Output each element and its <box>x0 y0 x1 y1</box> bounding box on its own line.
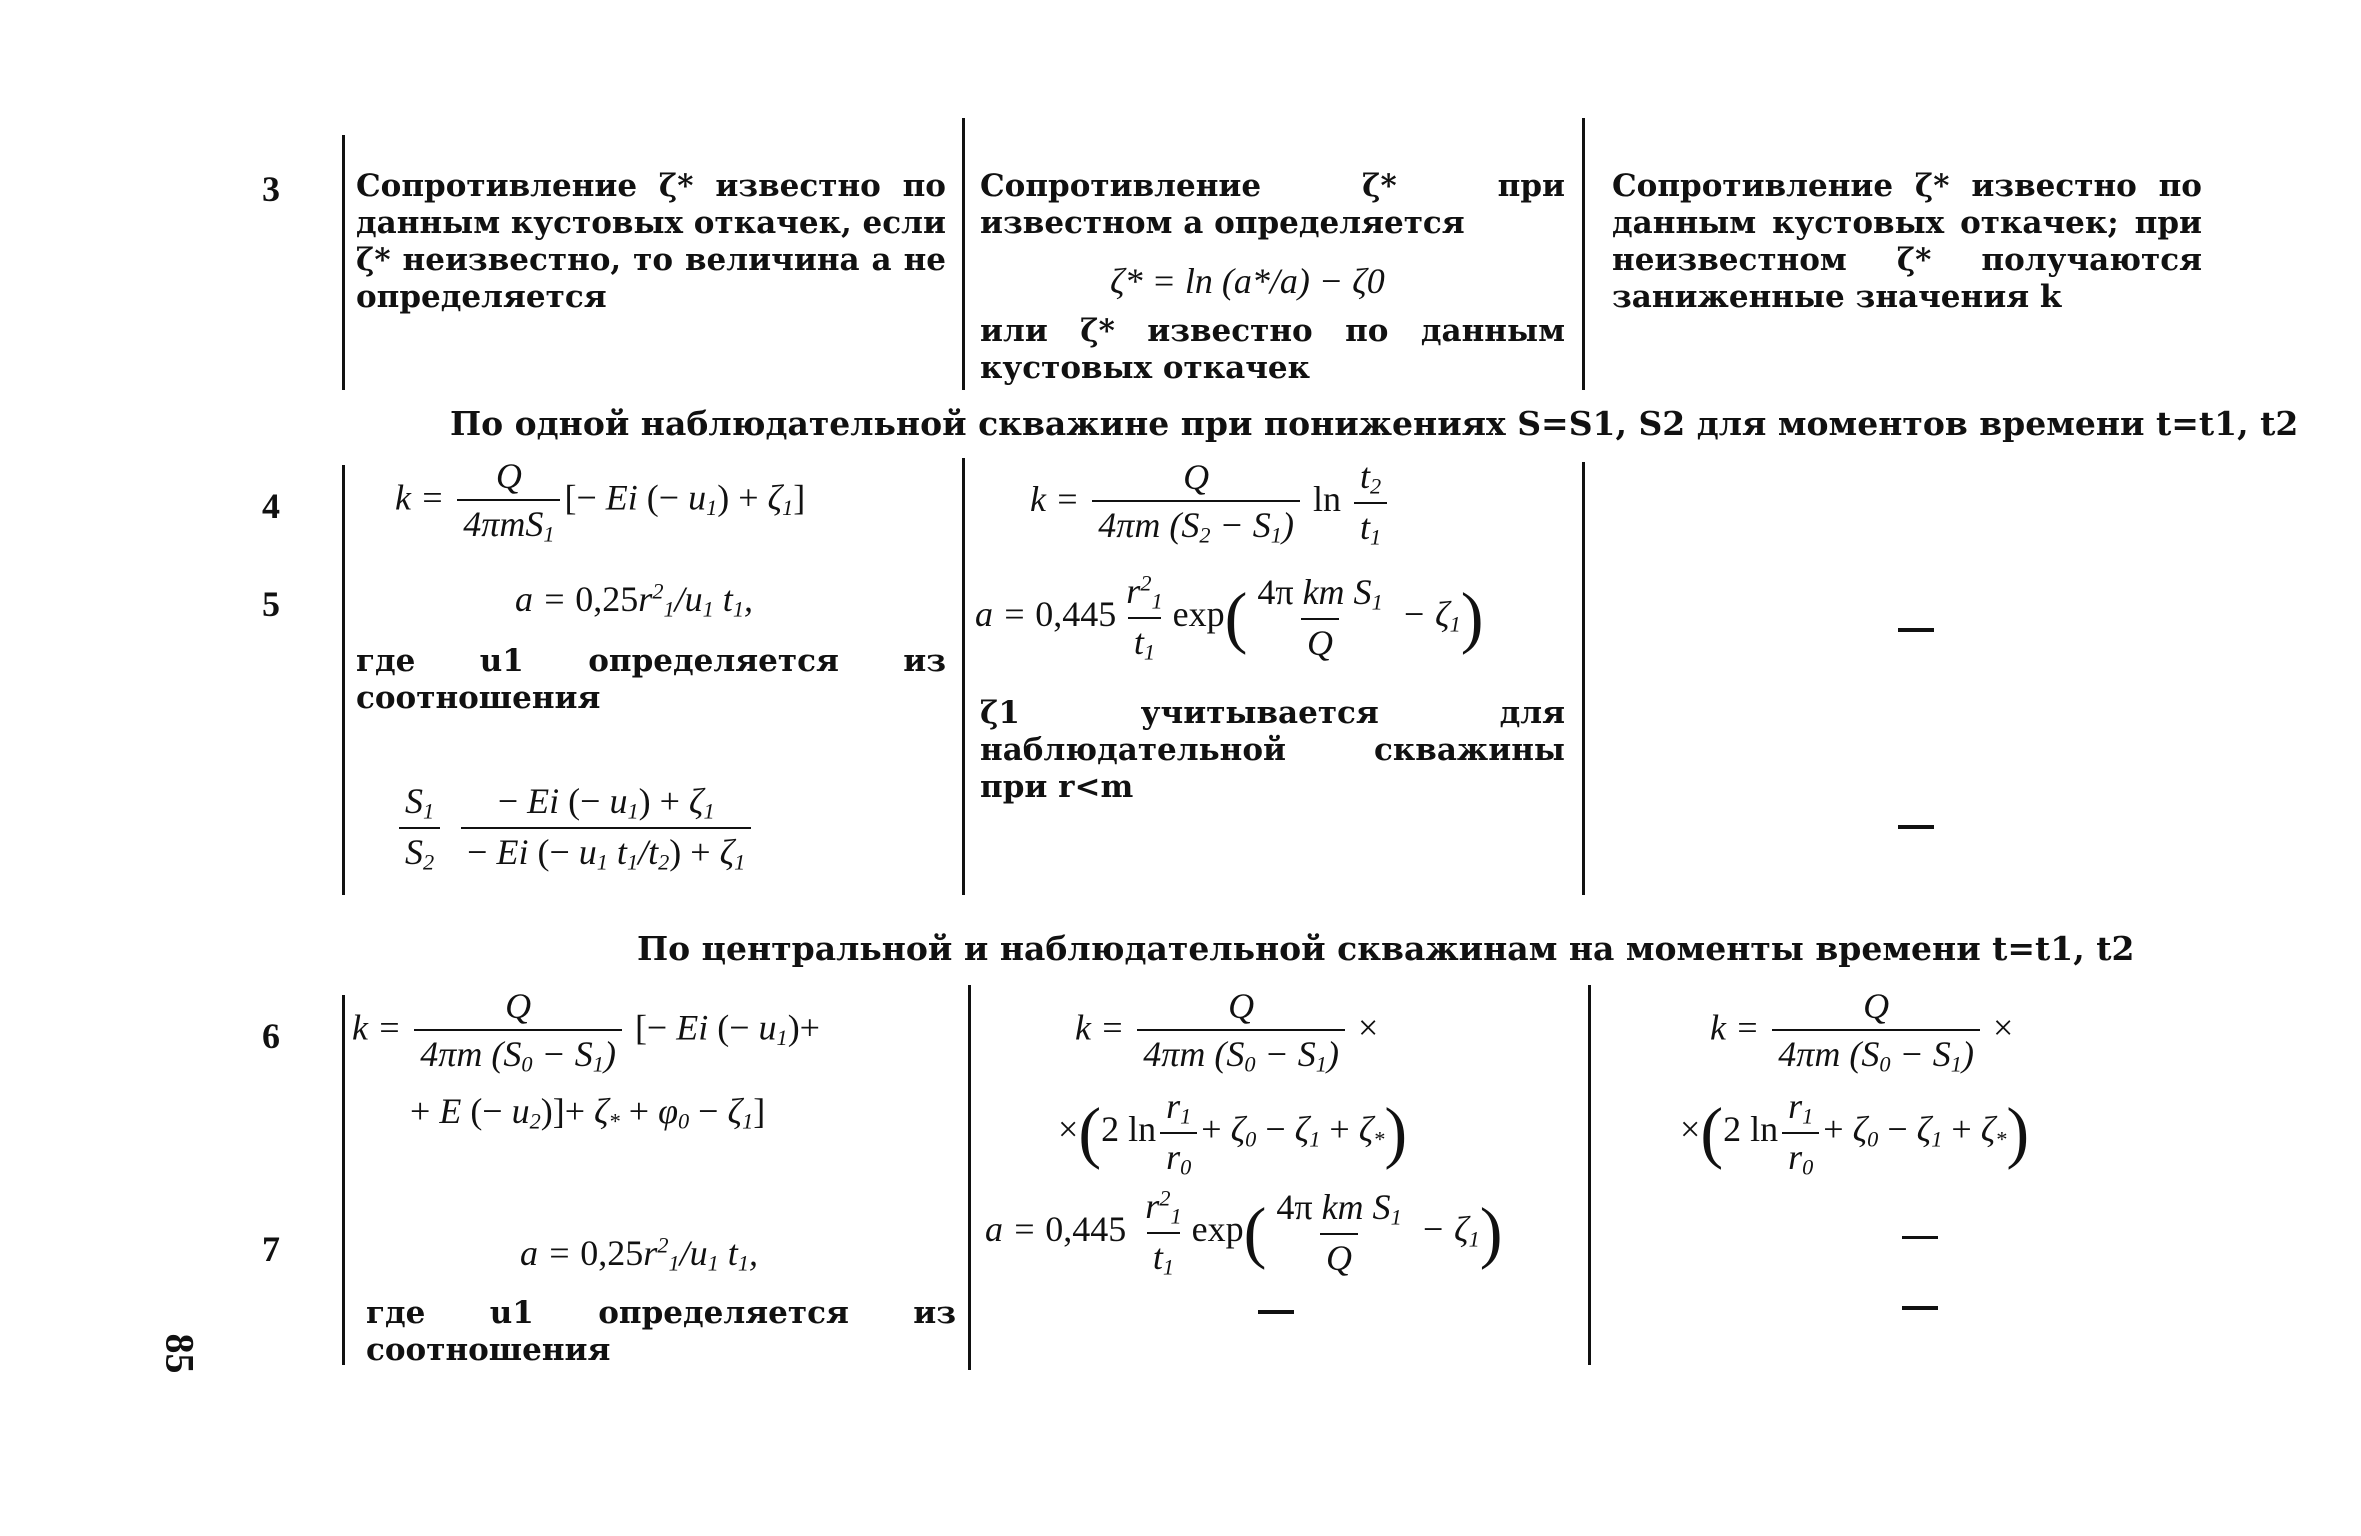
row3-col2-tail: или ζ* известно по данным кустовых откач… <box>980 313 1565 386</box>
column-rule <box>342 995 345 1365</box>
row3-col1-text: Сопротивление ζ* известно по данным куст… <box>356 168 946 315</box>
column-rule <box>342 135 345 390</box>
empty-cell-dash <box>1902 1306 1938 1310</box>
column-rule <box>968 985 971 1370</box>
row6-col1-formula-cont: + E (− u2)]+ ζ* + φ0 − ζ1] <box>410 1091 766 1134</box>
row-number-5: 5 <box>262 584 280 624</box>
row5-col1-formula: a = 0,25r21/u1 t1, <box>515 578 753 622</box>
row-number-7: 7 <box>262 1229 280 1269</box>
row3-col3-text: Сопротивление ζ* известно по данным куст… <box>1612 168 2202 315</box>
column-rule <box>1582 118 1585 390</box>
row5-col1-where: где u1 определяется из соотношения <box>356 643 946 716</box>
row-number-6: 6 <box>262 1016 280 1056</box>
page-number: 85 <box>157 1333 203 1374</box>
empty-cell-dash <box>1898 825 1934 829</box>
row-number-3: 3 <box>262 169 280 209</box>
row7-col1-formula: a = 0,25r21/u1 t1, <box>520 1232 758 1276</box>
empty-cell-dash <box>1258 1310 1294 1314</box>
column-rule <box>342 465 345 895</box>
column-rule <box>1582 462 1585 895</box>
empty-cell-dash <box>1902 1236 1938 1239</box>
column-rule <box>1588 985 1591 1365</box>
row3-col2-text: Сопротивление ζ* при известном a определ… <box>980 168 1565 241</box>
row-number-4: 4 <box>262 486 280 526</box>
row5-col2-note: ζ1 учитывается для наблюдательной скважи… <box>980 695 1565 805</box>
section-heading-single-well: По одной наблюдательной скважине при пон… <box>450 404 2299 443</box>
empty-cell-dash <box>1898 628 1934 632</box>
row3-col2-formula: ζ* = ln (a*/a) − ζ0 <box>1110 261 1385 301</box>
row7-col1-where: где u1 определяется из соотношения <box>366 1295 956 1368</box>
section-heading-central-and-observation: По центральной и наблюдательной скважина… <box>637 929 2135 968</box>
column-rule <box>962 118 965 390</box>
column-rule <box>962 458 965 895</box>
